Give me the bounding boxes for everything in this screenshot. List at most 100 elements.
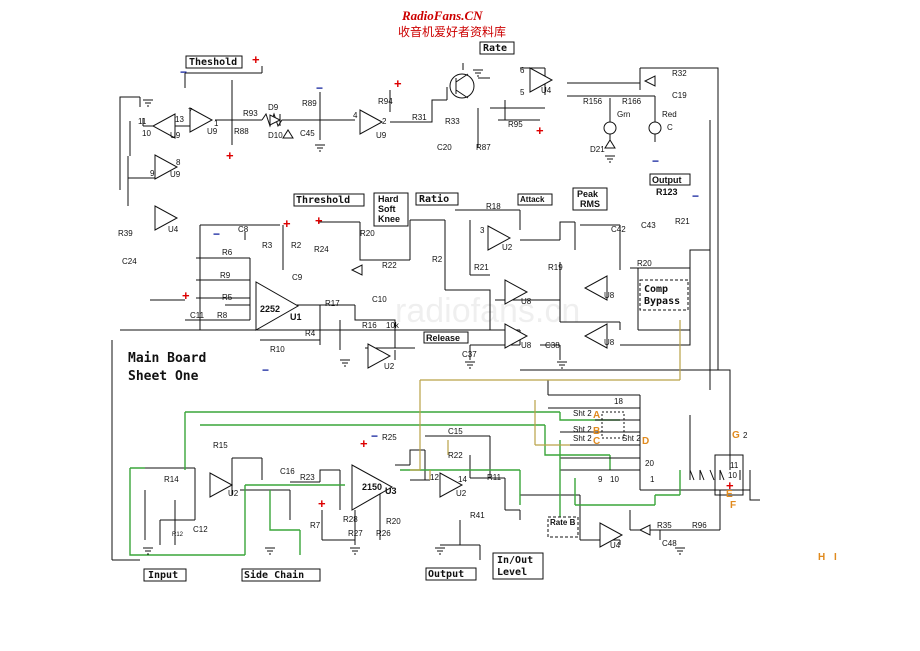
svg-text:+: + [360,436,368,451]
svg-text:−: − [213,227,220,241]
svg-text:4: 4 [353,111,358,120]
svg-text:C: C [667,123,673,132]
label-in-out-level: In/Out Level [492,552,544,580]
svg-text:R87: R87 [476,143,491,152]
svg-text:7: 7 [188,107,193,116]
svg-text:U9: U9 [170,170,181,179]
svg-text:8: 8 [176,158,181,167]
svg-text:R22: R22 [448,451,463,460]
svg-text:U9: U9 [376,131,387,140]
svg-text:10k: 10k [386,321,400,330]
watermark-faint: radiofans.cn [395,292,580,330]
svg-text:Hard: Hard [378,194,399,204]
svg-text:C37: C37 [462,350,477,359]
svg-text:Red: Red [662,110,677,119]
svg-text:+: + [726,478,734,493]
diode-top [643,75,656,87]
svg-text:−: − [371,429,378,443]
svg-text:R123: R123 [656,187,678,197]
svg-text:−: − [652,154,659,168]
svg-text:1: 1 [214,119,219,128]
watermark-site: RadioFans.CN [401,8,483,23]
svg-text:5: 5 [520,88,525,97]
svg-text:A: A [593,410,600,421]
label-rate: Rate [479,41,515,55]
svg-text:R6: R6 [222,248,233,257]
svg-text:Sht 2: Sht 2 [622,434,641,443]
svg-text:U8: U8 [521,297,532,306]
svg-text:R28: R28 [343,515,358,524]
label-hard-soft-knee: Hard Soft Knee [373,192,409,227]
svg-text:R33: R33 [445,117,460,126]
header-connector [689,454,744,496]
svg-text:R94: R94 [378,97,393,106]
svg-text:2150: 2150 [362,482,382,492]
label-input: Input [143,568,187,582]
wiring-yellow [410,320,681,480]
svg-text:Release: Release [426,333,460,343]
svg-text:Input: Input [148,570,178,581]
svg-text:Sht 2: Sht 2 [573,409,592,418]
ic-u3-2150 [351,464,394,511]
svg-text:Ratio: Ratio [419,193,449,205]
svg-text:Output: Output [652,175,682,185]
svg-text:C16: C16 [280,467,295,476]
svg-text:1: 1 [650,475,655,484]
watermark-subtitle: 收音机爱好者资料库 [398,24,506,39]
led-green [603,121,617,135]
svg-text:9: 9 [150,169,155,178]
svg-text:In/Out: In/Out [497,555,533,566]
svg-text:R39: R39 [118,229,133,238]
svg-text:10: 10 [610,475,619,484]
svg-text:12: 12 [430,473,439,482]
svg-text:10: 10 [142,129,151,138]
svg-text:C10: C10 [372,295,387,304]
svg-text:R88: R88 [234,127,249,136]
label-threshold: Threshold [293,193,365,207]
svg-text:+: + [318,496,326,511]
svg-text:Main Board: Main Board [128,351,206,366]
diode-d9 [269,114,282,126]
svg-text:10: 10 [728,471,737,480]
svg-text:U9: U9 [170,131,181,140]
svg-text:R19: R19 [548,263,563,272]
svg-text:Comp: Comp [644,284,668,295]
svg-text:R2: R2 [432,255,443,264]
svg-text:R32: R32 [672,69,687,78]
svg-text:Level: Level [497,567,527,578]
svg-text:R166: R166 [622,97,642,106]
svg-text:R26: R26 [376,529,391,538]
svg-text:D10: D10 [268,131,283,140]
svg-text:U2: U2 [384,362,395,371]
svg-text:U2: U2 [456,489,467,498]
svg-text:U1: U1 [290,312,302,322]
svg-text:2: 2 [382,117,387,126]
svg-text:D21: D21 [590,145,605,154]
svg-text:20: 20 [645,459,654,468]
svg-text:Bypass: Bypass [644,296,680,307]
svg-text:R27: R27 [348,529,363,538]
svg-text:C9: C9 [292,273,303,282]
svg-text:C42: C42 [611,225,626,234]
svg-text:B: B [593,426,600,437]
svg-text:−: − [692,189,699,203]
svg-text:+: + [252,52,260,67]
svg-text:R8: R8 [217,311,228,320]
svg-text:+: + [394,76,402,91]
svg-text:R17: R17 [325,299,340,308]
transistor-q [449,73,475,99]
label-output-top: Output [649,173,691,186]
svg-text:Side Chain: Side Chain [244,569,304,581]
svg-text:R9: R9 [220,271,231,280]
svg-text:Threshold: Threshold [296,195,350,206]
svg-text:R93: R93 [243,109,258,118]
svg-text:R23: R23 [300,473,315,482]
svg-text:Rate: Rate [483,43,507,54]
svg-text:R31: R31 [412,113,427,122]
svg-text:R24: R24 [314,245,329,254]
svg-text:G: G [732,430,740,441]
svg-text:R156: R156 [583,97,603,106]
svg-text:R15: R15 [213,441,228,450]
svg-text:Soft: Soft [378,204,396,214]
